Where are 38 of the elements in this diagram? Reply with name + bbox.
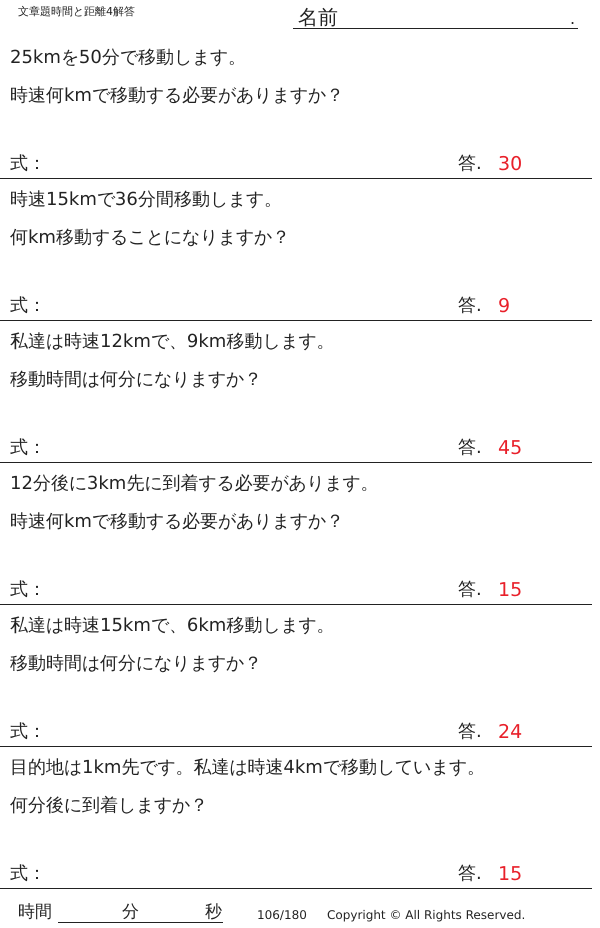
question-text: 私達は時速12kmで、9km移動します。 (10, 332, 334, 352)
formula-label: 式： (10, 722, 46, 742)
formula-label: 式： (10, 296, 46, 316)
answer-label: 答. (458, 580, 482, 600)
minutes-label: 分 (122, 903, 139, 922)
formula-label: 式： (10, 154, 46, 174)
answer-label: 答. (458, 296, 482, 316)
question-text: 時速何kmで移動する必要がありますか？ (10, 512, 344, 532)
answer-value: 15 (498, 864, 522, 885)
answer-value: 30 (498, 154, 522, 175)
question-text: 25kmを50分で移動します。 (10, 48, 246, 68)
answer-value: 9 (498, 296, 510, 317)
question-text: 目的地は1km先です。私達は時速4kmで移動しています。 (10, 758, 485, 778)
answer-value: 45 (498, 438, 522, 459)
seconds-label: 秒 (205, 903, 222, 922)
name-label: 名前 (298, 6, 338, 28)
formula-label: 式： (10, 438, 46, 458)
page-number: 106/180 (257, 909, 307, 922)
copyright-notice: Copyright © All Rights Reserved. (327, 909, 526, 922)
question-text: 12分後に3km先に到着する必要があります。 (10, 474, 378, 494)
question-text: 何km移動することになりますか？ (10, 228, 290, 248)
question-text: 時速何kmで移動する必要がありますか？ (10, 86, 344, 106)
time-label: 時間 (18, 903, 52, 922)
answer-label: 答. (458, 864, 482, 884)
formula-label: 式： (10, 864, 46, 884)
formula-label: 式： (10, 580, 46, 600)
question-text: 私達は時速15kmで、6km移動します。 (10, 616, 334, 636)
answer-label: 答. (458, 154, 482, 174)
answer-label: 答. (458, 722, 482, 742)
question-text: 移動時間は何分になりますか？ (10, 370, 262, 390)
answer-value: 24 (498, 722, 522, 743)
question-text: 移動時間は何分になりますか？ (10, 654, 262, 674)
question-text: 時速15kmで36分間移動します。 (10, 190, 282, 210)
question-text: 何分後に到着しますか？ (10, 796, 208, 816)
period-mark: . (570, 10, 576, 28)
answer-value: 15 (498, 580, 522, 601)
worksheet-title: 文章題時間と距離4解答 (18, 6, 135, 18)
answer-label: 答. (458, 438, 482, 458)
